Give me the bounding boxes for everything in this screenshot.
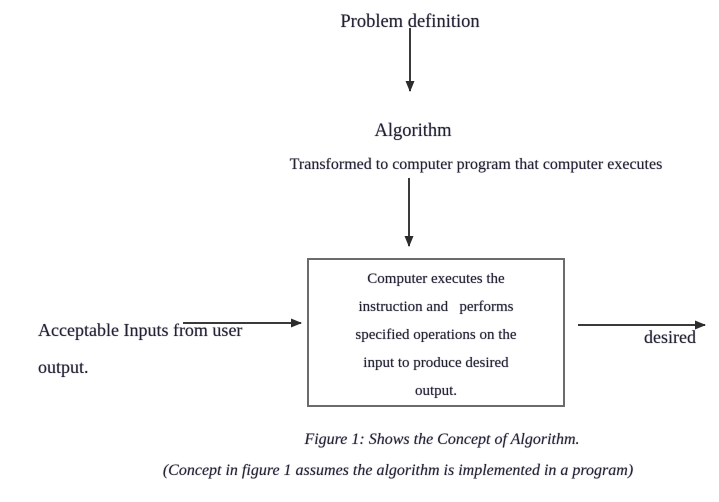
transformed-note-label: Transformed to computer program that com… (289, 156, 663, 173)
output-label: output. (38, 357, 89, 377)
process-box-text: Computer executes the instruction and pe… (355, 271, 517, 399)
process-box: Computer executes the instruction and pe… (307, 258, 565, 407)
algorithm-label: Algorithm (374, 121, 452, 141)
figure-caption-note: (Concept in figure 1 assumes the algorit… (162, 462, 634, 479)
desired-label: desired (644, 327, 696, 347)
acceptable-inputs-label: Acceptable Inputs from user (38, 320, 243, 340)
figure-caption: Figure 1: Shows the Concept of Algorithm… (304, 431, 580, 448)
problem-definition-label: Problem definition (340, 12, 480, 32)
